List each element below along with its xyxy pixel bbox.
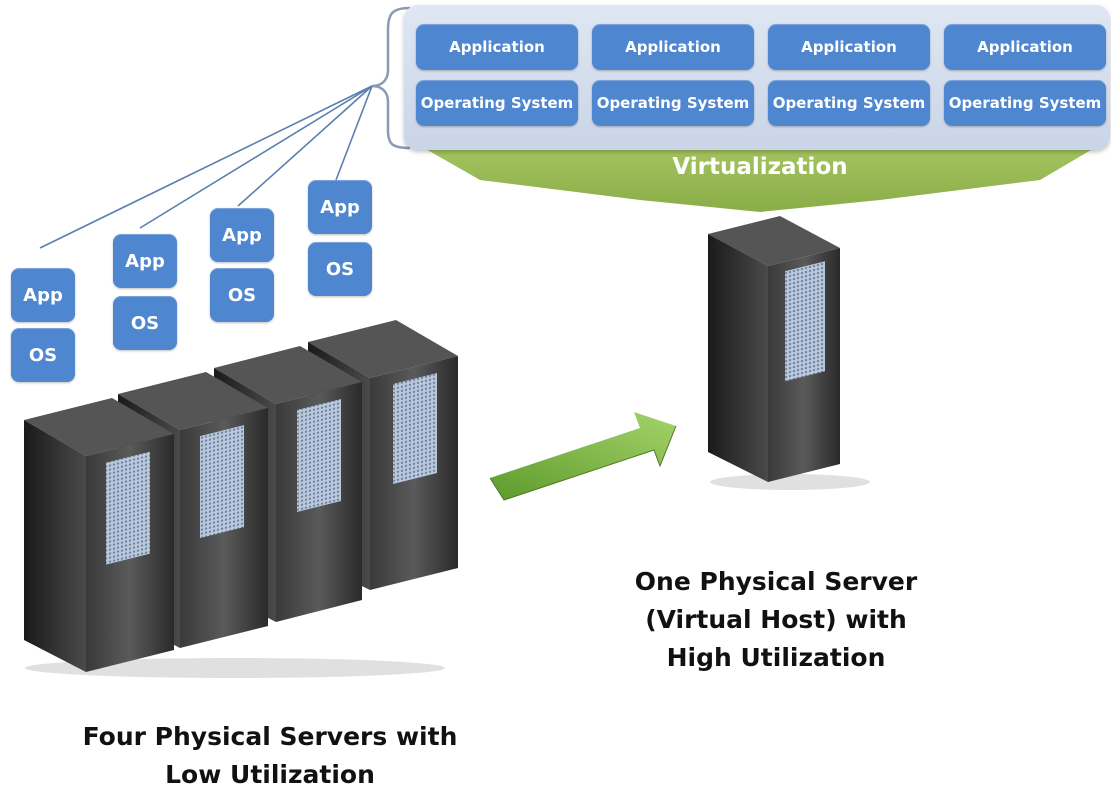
vm1-application-box: Application bbox=[416, 24, 578, 70]
virtualization-funnel bbox=[410, 140, 1108, 212]
migration-arrow bbox=[489, 412, 677, 501]
servers-shadow bbox=[25, 658, 445, 678]
vm1-os-box: Operating System bbox=[416, 80, 578, 126]
vm2-application-box: Application bbox=[592, 24, 754, 70]
virtual-host-caption-line3: High Utilization bbox=[666, 643, 886, 672]
host-shadow bbox=[710, 474, 870, 490]
server3-os-box: OS bbox=[210, 268, 274, 322]
virtual-host-server bbox=[708, 216, 840, 482]
physical-server-1 bbox=[24, 398, 174, 672]
server2-os-box: OS bbox=[113, 296, 177, 350]
server3-app-box: App bbox=[210, 208, 274, 262]
vm4-application-box: Application bbox=[944, 24, 1106, 70]
server1-os-box: OS bbox=[11, 328, 75, 382]
physical-servers-caption-line1: Four Physical Servers with bbox=[82, 722, 458, 751]
server4-app-box: App bbox=[308, 180, 372, 234]
vm4-os-box: Operating System bbox=[944, 80, 1106, 126]
virtual-host-caption-line1: One Physical Server bbox=[634, 567, 918, 596]
vm2-os-box: Operating System bbox=[592, 80, 754, 126]
virtualization-label: Virtualization bbox=[672, 154, 848, 180]
virtual-host-caption: One Physical Server (Virtual Host) with … bbox=[576, 563, 976, 677]
physical-servers-caption-line2: Low Utilization bbox=[165, 760, 375, 789]
physical-servers-caption: Four Physical Servers with Low Utilizati… bbox=[60, 718, 480, 794]
server2-app-box: App bbox=[113, 234, 177, 288]
virtual-host-caption-line2: (Virtual Host) with bbox=[645, 605, 907, 634]
server1-app-box: App bbox=[11, 268, 75, 322]
connector-lines bbox=[39, 85, 373, 249]
server4-os-box: OS bbox=[308, 242, 372, 296]
vm3-application-box: Application bbox=[768, 24, 930, 70]
vm3-os-box: Operating System bbox=[768, 80, 930, 126]
